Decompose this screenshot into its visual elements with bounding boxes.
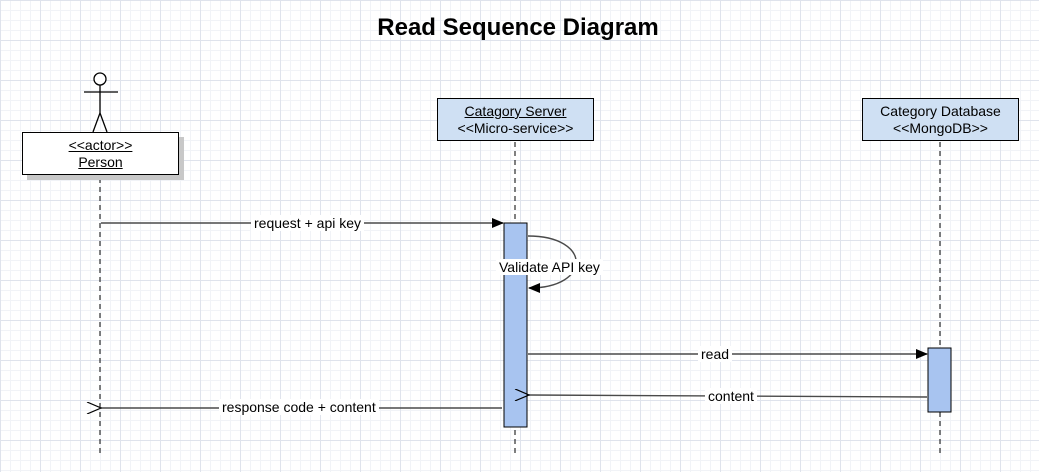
person-stereotype: <<actor>> [68,137,133,153]
validate-message-label: Validate API key [496,259,603,275]
database-stereotype: <<MongoDB>> [893,120,988,136]
server-stereotype: <<Micro-service>> [457,120,574,136]
response-message-label: response code + content [219,399,379,415]
read-message-label: read [698,346,733,362]
server-participant-box: Catagory Server <<Micro-service>> [437,98,594,141]
server-activation-bar [503,222,528,428]
request-message-label: request + api key [251,215,365,231]
database-participant-box: Category Database <<MongoDB>> [862,98,1019,141]
database-activation-bar [927,347,952,413]
database-name: Category Database [880,103,1001,119]
person-participant-box: <<actor>> Person [22,132,179,175]
person-name: Person [78,154,123,170]
content-message-label: content [705,388,757,404]
diagram-title: Read Sequence Diagram [377,14,659,41]
server-name: Catagory Server [464,103,567,119]
actor-stick-figure-icon [84,72,118,133]
